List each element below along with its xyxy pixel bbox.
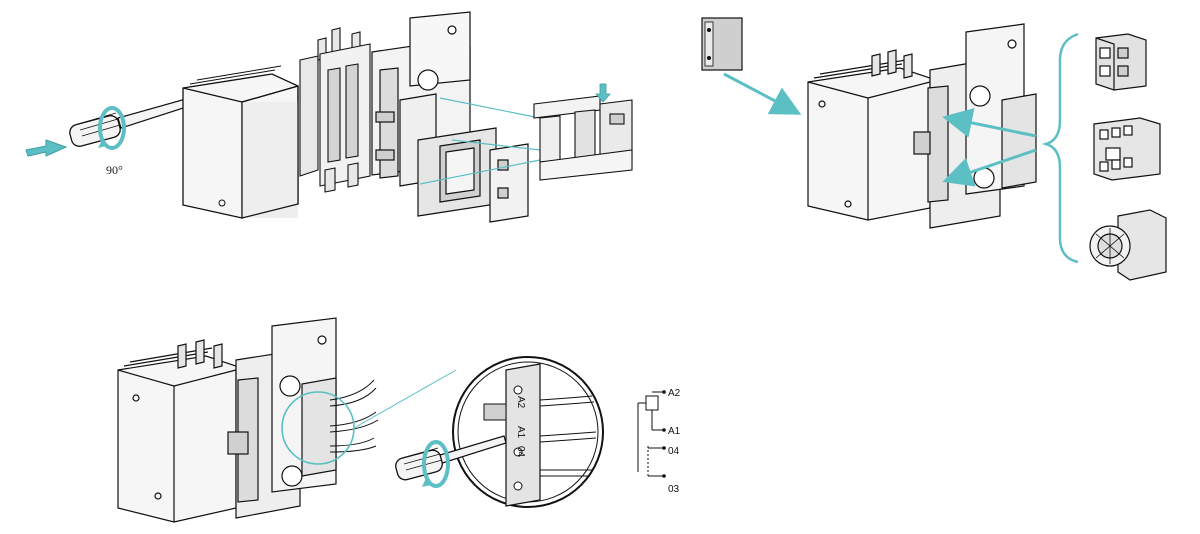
panel-wiring: A2 A1 04 A (117, 317, 681, 523)
svg-text:04: 04 (515, 446, 526, 458)
terminal-label-a1: A1 (668, 426, 681, 437)
svg-text:A1: A1 (515, 426, 526, 439)
screwdriver-icon (69, 94, 203, 150)
terminal-label-04: 04 (668, 446, 680, 457)
magnified-detail: A2 A1 04 (452, 356, 604, 508)
rotation-angle-label: 90° (106, 163, 123, 177)
detail-connector-line (353, 369, 457, 429)
wires (329, 379, 379, 453)
insert-arrow-lower-icon (942, 148, 1037, 187)
contactor-body-wiring (117, 317, 337, 523)
screwdriver-wiring-icon (395, 435, 507, 488)
auxiliary-module-small (701, 17, 743, 71)
terminal-label-a2: A2 (668, 388, 681, 399)
push-arrow-icon (25, 139, 68, 157)
magnetic-core (533, 95, 633, 181)
insert-arrow-upper-icon (942, 108, 1037, 138)
options-brace (1041, 32, 1079, 264)
auxiliary-block-option-1 (1095, 33, 1147, 91)
panel-auxiliary-options (701, 17, 1167, 281)
auxiliary-block-option-3 (1089, 209, 1167, 281)
contactor-cover (182, 65, 299, 219)
contactor-body (807, 23, 1037, 229)
coil (417, 127, 529, 223)
panel-disassembly: 90° (25, 11, 633, 223)
terminal-label-03: 03 (668, 484, 680, 495)
down-arrow-icon (595, 83, 611, 103)
coil-schematic: A2 A1 04 03 (637, 388, 681, 495)
main-contacts (299, 27, 371, 193)
auxiliary-block-option-2 (1093, 117, 1161, 181)
svg-text:A2: A2 (515, 396, 526, 409)
insert-arrow-icon (723, 72, 802, 115)
alignment-guides (419, 97, 541, 185)
